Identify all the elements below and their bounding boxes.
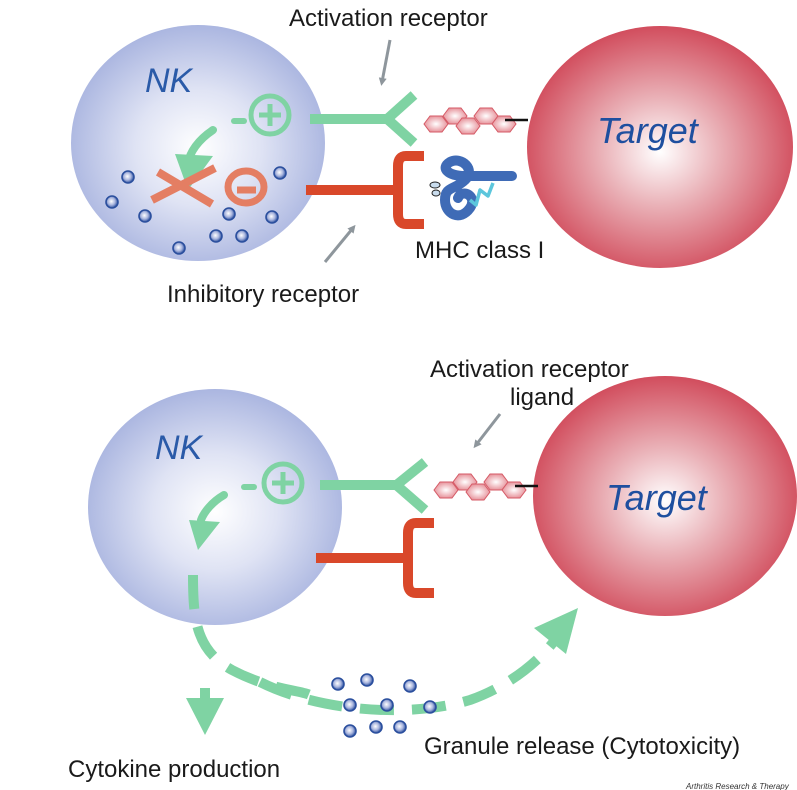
granule bbox=[343, 724, 357, 738]
panel-bottom: NK Target bbox=[68, 356, 797, 783]
nk-label: NK bbox=[155, 429, 204, 467]
granule bbox=[235, 229, 249, 243]
granule bbox=[121, 170, 135, 184]
ligand-hexagon bbox=[455, 117, 481, 135]
granule bbox=[222, 207, 236, 221]
activation-signal-arrow bbox=[189, 491, 228, 550]
ligand-pointer bbox=[473, 413, 502, 449]
mhc-label: MHC class I bbox=[415, 237, 544, 264]
granules-released bbox=[331, 673, 437, 738]
granule bbox=[369, 720, 383, 734]
inhibitory-receptor-pointer bbox=[323, 224, 356, 263]
ligand-hexagon bbox=[491, 115, 517, 133]
cytokine-arrow bbox=[186, 688, 224, 735]
credit-text: Arthritis Research & Therapy bbox=[685, 782, 790, 790]
cytokine-pathway bbox=[188, 574, 313, 700]
target-label: Target bbox=[606, 477, 709, 518]
cytokine-label: Cytokine production bbox=[68, 756, 280, 783]
granule bbox=[172, 241, 186, 255]
granule bbox=[273, 166, 287, 180]
ligand-chain bbox=[423, 107, 517, 135]
ligand-label-line2: ligand bbox=[510, 384, 574, 411]
inhibitory-receptor bbox=[306, 151, 424, 229]
granules-top bbox=[105, 166, 287, 255]
activation-receptor-label: Activation receptor bbox=[289, 5, 488, 32]
nk-label: NK bbox=[145, 62, 194, 100]
granule bbox=[423, 700, 437, 714]
ligand-hexagon bbox=[501, 481, 527, 499]
granule bbox=[138, 209, 152, 223]
granule bbox=[380, 698, 394, 712]
panel-top: NK Target bbox=[71, 5, 793, 308]
blocked-signal-icon bbox=[150, 164, 217, 208]
inhibition-signal-icon bbox=[224, 167, 268, 207]
mhc-class-i bbox=[429, 155, 517, 221]
activation-signal-icon bbox=[231, 93, 292, 137]
granule bbox=[393, 720, 407, 734]
nk-cell bbox=[88, 389, 342, 625]
activation-receptor bbox=[310, 91, 418, 147]
granule bbox=[403, 679, 417, 693]
granule bbox=[105, 195, 119, 209]
granule bbox=[265, 210, 279, 224]
target-label: Target bbox=[597, 110, 700, 151]
ligand-chain bbox=[433, 473, 527, 501]
target-cell bbox=[527, 26, 793, 268]
ligand-hexagon bbox=[465, 483, 491, 501]
activation-receptor-pointer bbox=[378, 39, 392, 86]
granule bbox=[343, 698, 357, 712]
ligand-hexagon bbox=[433, 481, 459, 499]
inhibitory-receptor bbox=[316, 518, 434, 598]
activation-signal-arrow bbox=[175, 126, 217, 190]
target-cell bbox=[533, 376, 797, 616]
granule-label: Granule release (Cytotoxicity) bbox=[424, 733, 740, 760]
cytotoxicity-arrowhead bbox=[534, 608, 578, 654]
granule-pathway bbox=[257, 636, 559, 716]
granule bbox=[209, 229, 223, 243]
ligand-hexagon bbox=[423, 115, 449, 133]
granule bbox=[360, 673, 374, 687]
granule bbox=[331, 677, 345, 691]
activation-receptor bbox=[320, 458, 429, 514]
activation-signal-icon bbox=[241, 461, 305, 505]
ligand-label-line1: Activation receptor bbox=[430, 356, 629, 383]
inhibitory-receptor-label: Inhibitory receptor bbox=[167, 281, 359, 308]
